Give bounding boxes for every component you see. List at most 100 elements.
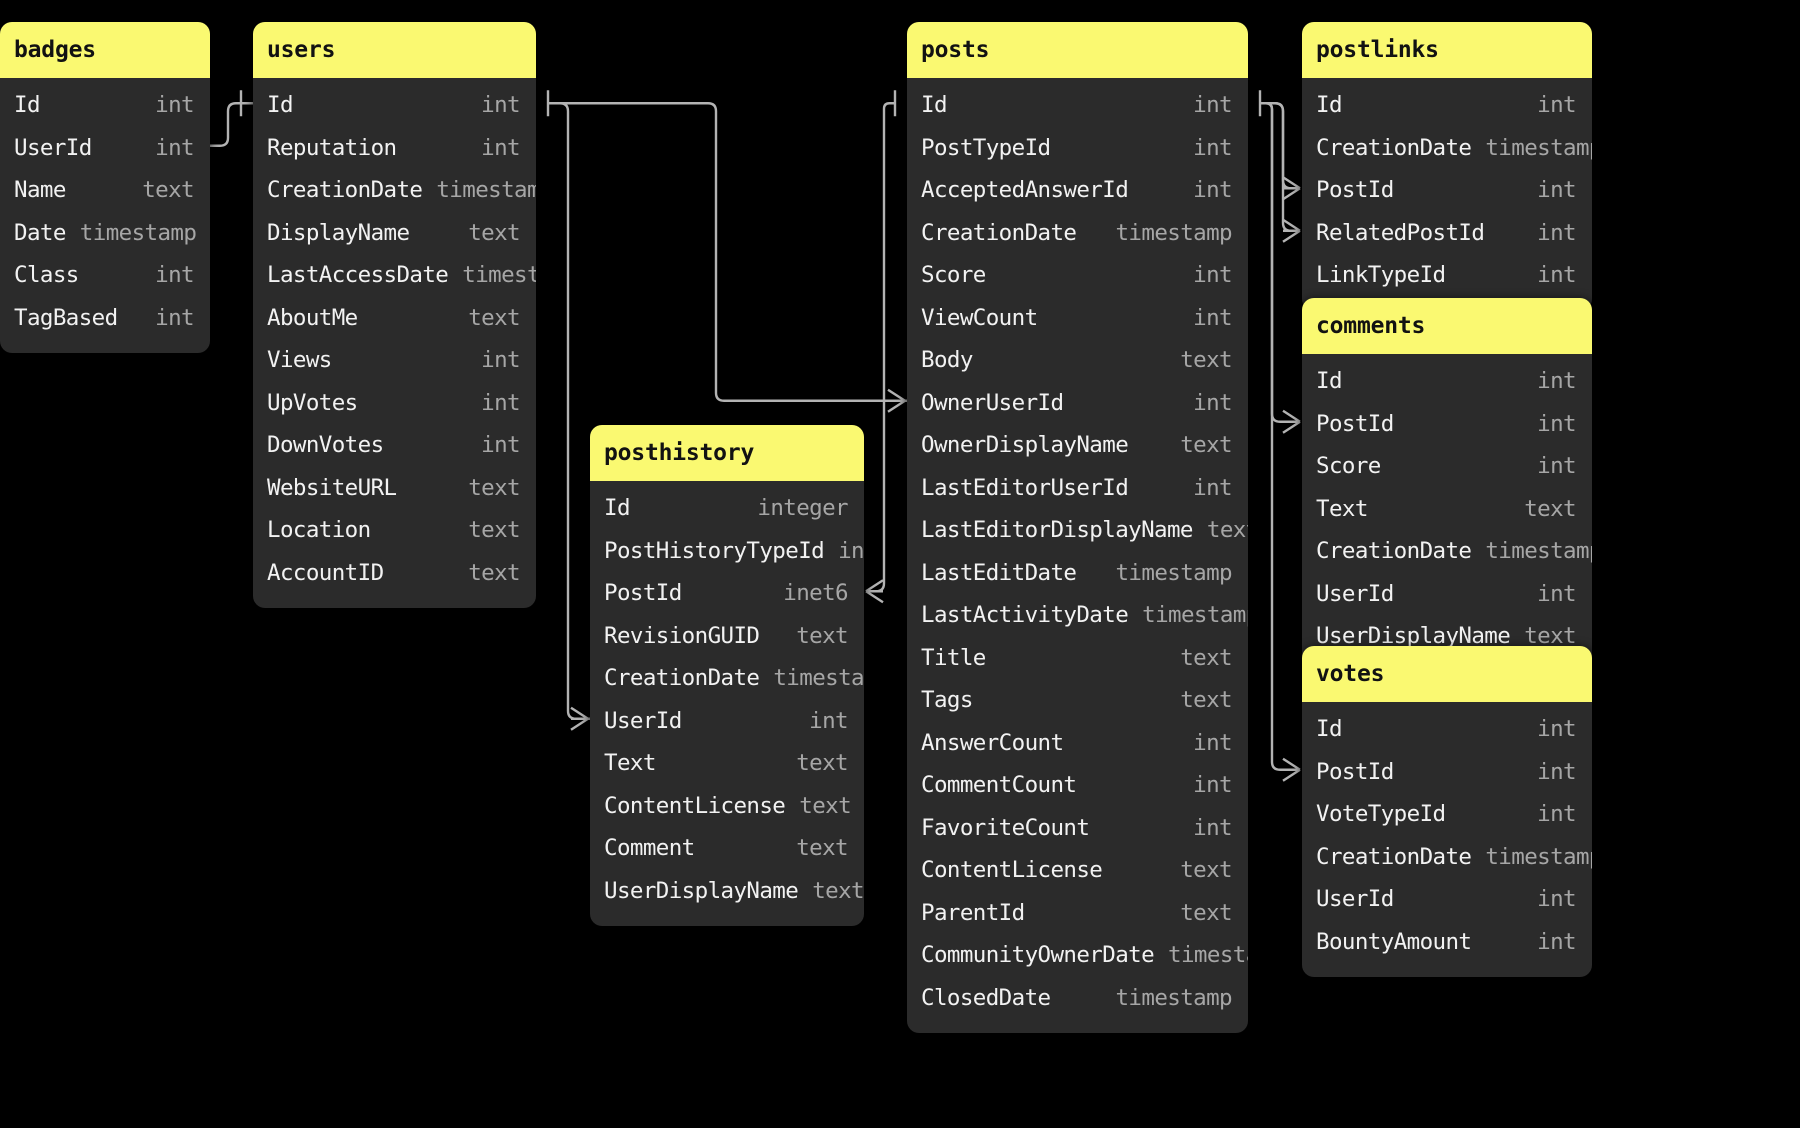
column-row[interactable]: PostHistoryTypeIdint: [590, 530, 864, 573]
column-name: ParentId: [921, 899, 1025, 926]
crowfoot-votes-postid: [1282, 768, 1301, 782]
column-row[interactable]: LastEditorDisplayNametext: [907, 509, 1248, 552]
column-type: int: [1537, 928, 1576, 955]
table-header-postlinks[interactable]: postlinks: [1302, 22, 1592, 78]
column-name: Tags: [921, 687, 973, 713]
column-name: Text: [604, 750, 656, 776]
column-name: TagBased: [14, 304, 118, 331]
column-name: RelatedPostId: [1316, 219, 1485, 246]
column-row[interactable]: CommunityOwnerDatetimestamp: [907, 934, 1248, 977]
table-header-posthistory[interactable]: posthistory: [590, 425, 864, 481]
table-header-badges[interactable]: badges: [0, 22, 210, 78]
table-card-posthistory[interactable]: posthistoryIdintegerPostHistoryTypeIdint…: [590, 425, 864, 926]
column-type: int: [1537, 262, 1576, 288]
column-type: int: [1537, 580, 1576, 607]
column-type: int: [1193, 262, 1232, 288]
column-name: CreationDate: [1316, 538, 1472, 564]
column-row[interactable]: LastAccessDatetimestamp: [253, 254, 536, 297]
column-row[interactable]: CreationDate timestamp: [1302, 530, 1592, 573]
table-header-users[interactable]: users: [253, 22, 536, 78]
column-type: text: [1206, 517, 1248, 543]
table-header-posts[interactable]: posts: [907, 22, 1248, 78]
column-type: int: [481, 92, 520, 118]
table-header-comments[interactable]: comments: [1302, 298, 1592, 354]
column-name: LastActivityDate: [921, 602, 1129, 628]
column-type: text: [812, 877, 864, 904]
table-header-votes[interactable]: votes: [1302, 646, 1592, 702]
column-name: Text: [1316, 495, 1368, 522]
column-type: timestamp: [1485, 538, 1592, 564]
